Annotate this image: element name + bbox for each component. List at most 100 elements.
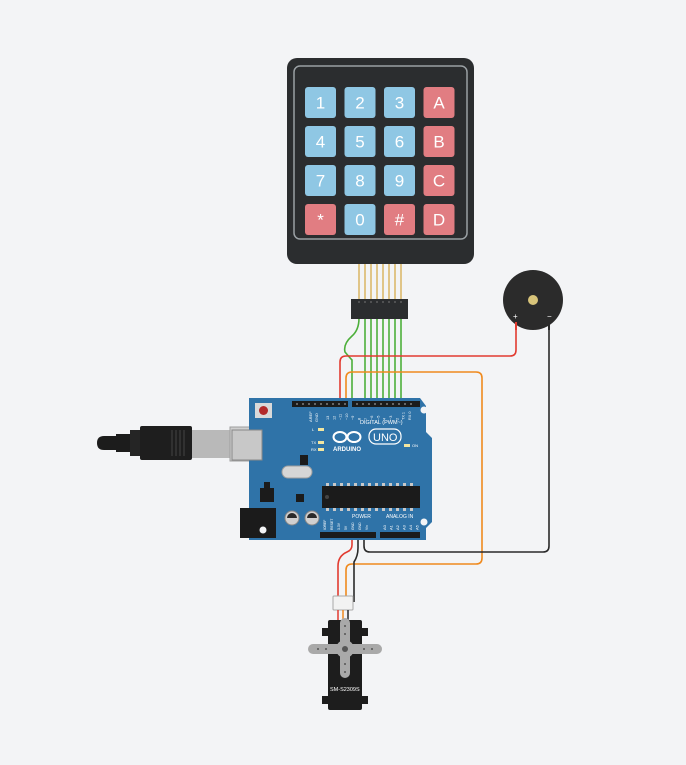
keypad-key-8[interactable]: 8 xyxy=(344,165,376,196)
keypad-key-label: A xyxy=(433,94,445,113)
keypad-key-label: 5 xyxy=(355,133,364,152)
digital-pin-label: ~6 xyxy=(370,416,374,420)
arduino-logo-icon xyxy=(332,431,362,443)
keypad-keys: 1 2 3 A 4 5 6 B 7 8 9 C * 0 # D xyxy=(305,87,455,235)
analog-header xyxy=(380,532,420,538)
analog-pin-label: A5 xyxy=(415,524,420,530)
keypad-key-label: 9 xyxy=(395,172,404,191)
wire-servo-ground xyxy=(353,532,359,602)
keypad-key-a[interactable]: A xyxy=(423,87,455,118)
buzzer-minus-label: − xyxy=(547,312,552,321)
digital-pin-label: ~3 xyxy=(389,416,393,420)
wire-servo-power xyxy=(337,532,353,602)
keypad-key-6[interactable]: 6 xyxy=(384,126,415,157)
keypad-key-1[interactable]: 1 xyxy=(305,87,336,118)
on-label: ON xyxy=(412,443,418,448)
digital-pin-label: 7 xyxy=(364,418,368,420)
arduino-model: UNO xyxy=(373,432,398,444)
power-header xyxy=(320,532,376,538)
keypad-key-hash[interactable]: # xyxy=(384,204,415,235)
analog-pin-label: A2 xyxy=(395,524,400,530)
led-l-label: L xyxy=(312,427,315,432)
led-rx xyxy=(318,448,324,451)
servo-model-label: SM-S2309S xyxy=(330,687,360,693)
led-l xyxy=(318,428,324,431)
crystal xyxy=(281,465,313,479)
keypad-connector xyxy=(351,299,408,319)
keypad-key-d[interactable]: D xyxy=(423,204,455,235)
keypad-key-label: 6 xyxy=(395,133,404,152)
keypad-key-0[interactable]: 0 xyxy=(344,204,376,235)
keypad-key-b[interactable]: B xyxy=(423,126,455,157)
analog-pin-label: A0 xyxy=(382,524,387,530)
analog-label: ANALOG IN xyxy=(386,514,414,520)
digital-label: DIGITAL (PWM~) xyxy=(360,420,403,426)
keypad-key-star[interactable]: * xyxy=(305,204,336,235)
keypad-key-label: 4 xyxy=(316,133,325,152)
keypad-key-label: 3 xyxy=(395,94,404,113)
led-rx-label: RX xyxy=(311,447,317,452)
digital-pin-label: 2 xyxy=(395,418,399,420)
keypad-key-c[interactable]: C xyxy=(423,165,455,196)
keypad-key-label: C xyxy=(433,172,445,191)
keypad-key-label: 1 xyxy=(316,94,325,113)
keypad-key-4[interactable]: 4 xyxy=(305,126,336,157)
digital-pin-label: 13 xyxy=(326,416,330,420)
led-on xyxy=(404,444,410,447)
keypad-key-3[interactable]: 3 xyxy=(384,87,415,118)
smd-chip xyxy=(296,494,304,502)
arduino-brand: ARDUINO xyxy=(333,447,361,453)
power-pin-label: Vin xyxy=(365,525,369,530)
keypad-key-label: D xyxy=(433,211,445,230)
servo-motor[interactable]: SM-S2309S xyxy=(308,595,382,710)
power-pin-label: GND xyxy=(358,522,362,530)
led-tx xyxy=(318,441,324,444)
buzzer-plus-label: + xyxy=(513,312,518,321)
digital-pin-label: TX 1 xyxy=(402,412,406,420)
icsp-header xyxy=(300,455,308,465)
keypad[interactable]: 1 2 3 A 4 5 6 B 7 8 9 C * 0 # D xyxy=(287,58,474,319)
power-pin-label: 5V xyxy=(344,525,348,530)
keypad-key-7[interactable]: 7 xyxy=(305,165,336,196)
wire-buzzer-positive xyxy=(339,322,517,405)
digital-pin-label: RX 0 xyxy=(408,412,412,420)
keypad-key-5[interactable]: 5 xyxy=(344,126,376,157)
digital-pin-label: 12 xyxy=(332,416,336,420)
keypad-ribbon xyxy=(358,264,402,300)
keypad-green-wires xyxy=(343,317,402,405)
piezo-buzzer[interactable]: + − xyxy=(503,270,563,330)
gnd-label: GND xyxy=(314,413,319,422)
keypad-key-9[interactable]: 9 xyxy=(384,165,415,196)
keypad-key-label: 7 xyxy=(316,172,325,191)
keypad-key-2[interactable]: 2 xyxy=(344,87,376,118)
wire-buzzer-ground xyxy=(363,322,550,553)
digital-pin-label: 4 xyxy=(383,418,387,420)
digital-pin-label: ~11 xyxy=(339,414,343,420)
usb-port xyxy=(231,429,263,461)
digital-pin-label: ~10 xyxy=(345,414,349,420)
servo-connector xyxy=(332,595,354,611)
keypad-key-label: B xyxy=(433,133,444,152)
digital-pin-label: ~9 xyxy=(351,416,355,420)
power-label: POWER xyxy=(352,514,371,520)
aref-label: AREF xyxy=(308,411,313,422)
keypad-key-label: 8 xyxy=(355,172,364,191)
keypad-key-label: * xyxy=(317,211,324,230)
atmega-chip xyxy=(322,486,420,508)
power-pin-label: GND xyxy=(351,522,355,530)
power-pin-label: IOREF xyxy=(323,520,327,530)
wires xyxy=(337,264,550,602)
wire-servo-signal xyxy=(345,371,483,602)
digital-pin-label: ~5 xyxy=(376,416,380,420)
keypad-key-label: 2 xyxy=(355,94,364,113)
power-pin-label: RESET xyxy=(330,519,334,530)
power-jack xyxy=(240,508,276,538)
keypad-key-label: # xyxy=(395,211,405,230)
analog-pin-label: A1 xyxy=(389,524,394,530)
led-tx-label: TX xyxy=(311,440,316,445)
